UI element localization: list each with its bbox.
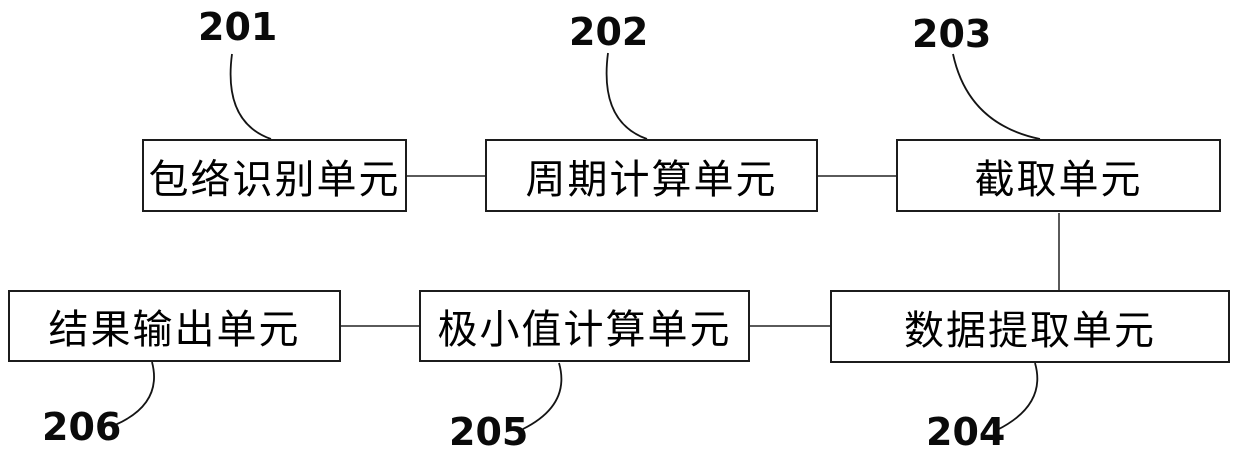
leader-205 [522,362,563,430]
ref-label-203: 203 [912,12,992,56]
leader-204 [996,362,1039,431]
unit-box-minimum-calculation: 极小值计算单元 [419,290,750,362]
leader-203 [952,53,1041,140]
unit-box-period-calculation: 周期计算单元 [485,139,818,212]
unit-box-result-output: 结果输出单元 [8,290,341,362]
ref-label-201: 201 [198,5,278,49]
ref-label-202: 202 [569,10,649,54]
unit-box-interception: 截取单元 [896,139,1221,212]
unit-box-envelope-recognition: 包络识别单元 [142,139,407,212]
leader-curves [114,52,1041,431]
ref-label-205: 205 [449,410,529,451]
unit-connectors [341,175,1060,327]
ref-label-206: 206 [42,405,122,449]
leader-206 [114,361,155,426]
leader-201 [229,53,272,140]
unit-box-data-extraction: 数据提取单元 [830,290,1230,363]
ref-label-204: 204 [926,410,1006,451]
leader-202 [605,52,648,140]
